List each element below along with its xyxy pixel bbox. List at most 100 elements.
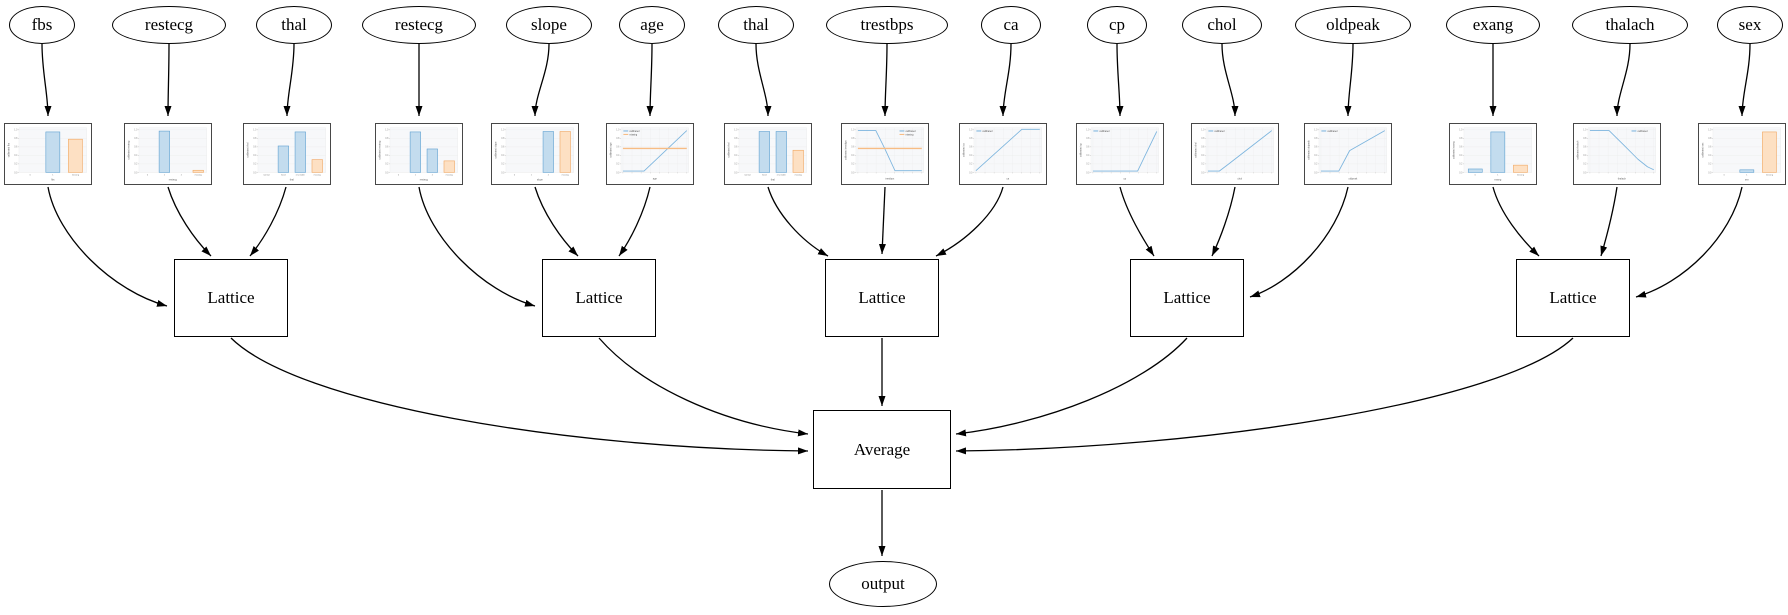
feature-node-3-restecg: restecg <box>362 6 476 44</box>
svg-text:1: 1 <box>415 175 417 177</box>
lattice-box-5-label: Lattice <box>1549 288 1597 307</box>
svg-text:0.2: 0.2 <box>1583 164 1587 166</box>
svg-text:1: 1 <box>164 175 166 177</box>
feature-label-11: oldpeak <box>1326 15 1380 34</box>
svg-text:trestbps: trestbps <box>885 178 895 181</box>
svg-text:1: 1 <box>1497 175 1499 177</box>
svg-text:0.2: 0.2 <box>1314 164 1318 166</box>
svg-text:0.8: 0.8 <box>14 138 18 140</box>
lattice-box-4-label: Lattice <box>1163 288 1211 307</box>
feature-node-14-sex: sex <box>1717 6 1783 44</box>
svg-text:0.2: 0.2 <box>385 164 389 166</box>
average-box-label: Average <box>853 439 911 459</box>
svg-text:normal: normal <box>744 175 751 177</box>
svg-text:thal: thal <box>290 179 294 182</box>
svg-text:missing: missing <box>629 134 638 136</box>
feature-node-13-thalach: thalach <box>1572 6 1688 44</box>
svg-text:0.2: 0.2 <box>1459 164 1463 166</box>
svg-text:0.2: 0.2 <box>1201 164 1205 166</box>
svg-text:0.4: 0.4 <box>1459 155 1463 157</box>
svg-text:0: 0 <box>398 175 400 177</box>
feature-node-7-trestbps: trestbps <box>826 6 948 44</box>
feature-label-8: ca <box>1003 15 1019 34</box>
feature-node-11-oldpeak: oldpeak <box>1295 6 1411 44</box>
svg-text:restecg: restecg <box>420 179 429 182</box>
lattice-box-3: Lattice <box>825 259 939 337</box>
lattice-box-1-label: Lattice <box>207 288 255 307</box>
svg-text:0: 0 <box>514 175 516 177</box>
svg-text:calibrated: calibrated <box>1638 130 1649 133</box>
feature-node-1-restecg: restecg <box>112 6 226 44</box>
svg-text:0.8: 0.8 <box>1459 138 1463 140</box>
svg-text:0.6: 0.6 <box>734 147 738 149</box>
svg-text:1.0: 1.0 <box>616 130 620 132</box>
svg-text:0.4: 0.4 <box>1086 155 1090 157</box>
svg-text:2: 2 <box>181 175 183 177</box>
edge-lattice-to-average-3 <box>955 337 1188 437</box>
edge-chart-to-lattice-0 <box>47 186 168 307</box>
svg-text:0.6: 0.6 <box>616 147 620 149</box>
svg-text:0.2: 0.2 <box>851 164 855 166</box>
svg-text:2: 2 <box>548 175 550 177</box>
svg-text:missing: missing <box>1766 175 1774 177</box>
svg-text:0.6: 0.6 <box>253 147 257 149</box>
svg-text:0.8: 0.8 <box>734 138 738 140</box>
svg-text:0.6: 0.6 <box>1086 147 1090 149</box>
svg-text:1: 1 <box>531 175 533 177</box>
feature-label-9: cp <box>1108 15 1126 34</box>
svg-text:reversible: reversible <box>777 175 787 177</box>
svg-text:exang: exang <box>1494 179 1501 182</box>
svg-text:0.0: 0.0 <box>501 172 505 174</box>
edge-chart-to-lattice-12 <box>1492 186 1540 257</box>
svg-text:0.0: 0.0 <box>851 172 855 174</box>
edge-feature-to-chart-9 <box>1116 43 1124 117</box>
svg-text:calibrated: calibrated <box>982 130 993 133</box>
svg-text:0.0: 0.0 <box>134 172 138 174</box>
svg-text:1: 1 <box>52 175 54 177</box>
svg-text:calibrated: calibrated <box>629 130 640 133</box>
output-node: output <box>829 561 937 607</box>
feature-node-9-cp: cp <box>1087 6 1147 44</box>
feature-node-8-ca: ca <box>981 6 1041 44</box>
svg-text:0.4: 0.4 <box>134 155 138 157</box>
svg-text:missing: missing <box>906 134 915 136</box>
svg-text:0.2: 0.2 <box>616 164 620 166</box>
edge-feature-to-chart-0 <box>41 43 52 117</box>
svg-text:0.4: 0.4 <box>385 155 389 157</box>
svg-text:0.6: 0.6 <box>1459 147 1463 149</box>
svg-text:0.8: 0.8 <box>134 138 138 140</box>
svg-text:oldpeak: oldpeak <box>1348 178 1358 181</box>
svg-text:calibrated: calibrated <box>1099 130 1110 133</box>
svg-text:0.8: 0.8 <box>385 138 389 140</box>
svg-text:missing: missing <box>195 175 203 177</box>
lattice-box-3-label: Lattice <box>858 288 906 307</box>
svg-text:0.6: 0.6 <box>1201 147 1205 149</box>
lattice-box-4: Lattice <box>1130 259 1244 337</box>
svg-text:0.0: 0.0 <box>1314 172 1318 174</box>
svg-text:cp: cp <box>1124 178 1127 181</box>
svg-text:1.0: 1.0 <box>1459 130 1463 132</box>
feature-label-3: restecg <box>394 15 444 34</box>
feature-node-10-chol: chol <box>1182 6 1262 44</box>
svg-text:calibrated thal: calibrated thal <box>727 142 730 157</box>
svg-text:2: 2 <box>432 175 434 177</box>
edge-chart-to-lattice-11 <box>1249 186 1349 298</box>
svg-text:missing: missing <box>562 175 570 177</box>
svg-text:calibrated age: calibrated age <box>609 142 612 158</box>
feature-label-13: thalach <box>1605 15 1655 34</box>
svg-text:0.0: 0.0 <box>1583 172 1587 174</box>
svg-text:0.8: 0.8 <box>1314 138 1318 140</box>
svg-text:thalach: thalach <box>1618 178 1627 181</box>
